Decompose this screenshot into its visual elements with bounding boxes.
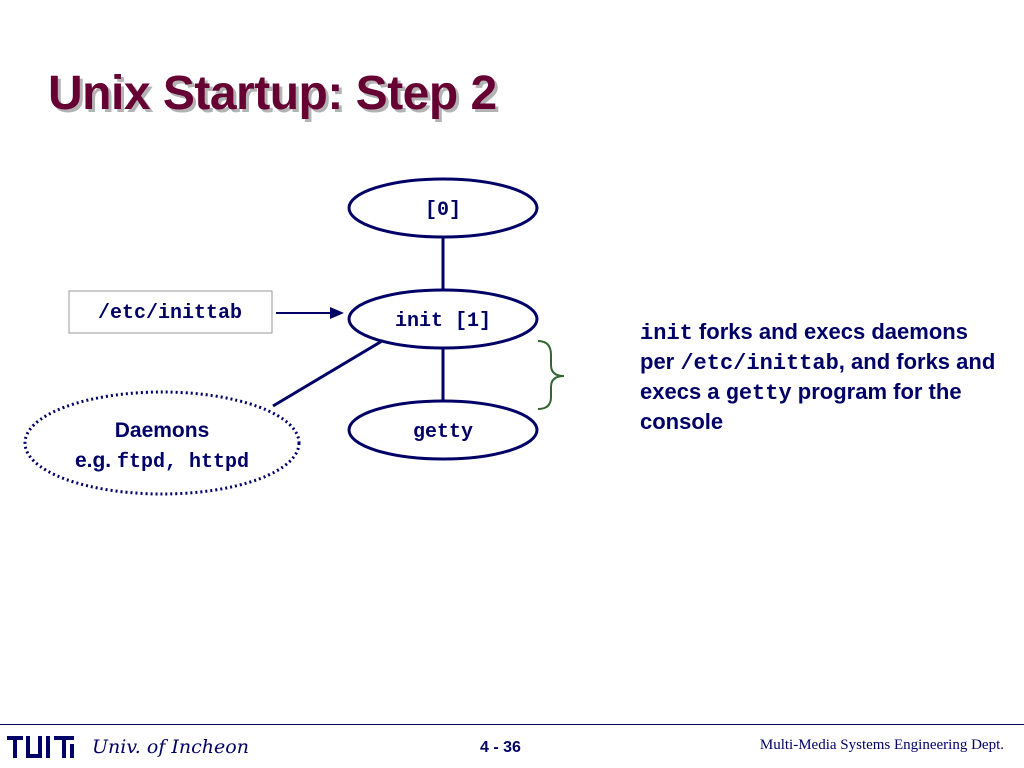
description-code-getty: getty <box>725 381 792 406</box>
node-root-label: [0] <box>425 199 461 222</box>
node-getty <box>347 399 539 461</box>
inittab-box <box>68 290 273 334</box>
node-getty-label: getty <box>413 421 473 444</box>
curly-brace <box>537 340 565 410</box>
description-text: init forks and execs daemons per /etc/in… <box>640 318 1000 436</box>
description-code-init: init <box>640 321 693 346</box>
description-text-3: program for the console <box>640 379 962 434</box>
footer-university: Univ. of Incheon <box>92 736 249 758</box>
daemons-examples: e.g. ftpd, httpd <box>75 449 249 474</box>
description-code-inittab: /etc/inittab <box>680 351 839 376</box>
university-logo-icon <box>7 736 74 758</box>
arrowhead <box>330 307 344 319</box>
node-root <box>347 177 539 239</box>
footer-page-number: 4 - 36 <box>480 739 521 756</box>
description-text-1: forks and execs daemons per <box>640 319 968 374</box>
daemons-examples-code: ftpd, httpd <box>117 451 249 474</box>
slide-title: Unix Startup: Step 2 <box>48 67 497 120</box>
connector-init-daemons <box>272 339 383 408</box>
daemons-label: Daemons <box>115 419 210 442</box>
node-daemons <box>23 390 301 496</box>
node-init-label: init [1] <box>395 310 491 333</box>
footer-divider <box>0 724 1024 725</box>
daemons-examples-prefix: e.g. <box>75 449 117 472</box>
footer-department: Multi-Media Systems Engineering Dept. <box>759 737 1004 753</box>
node-init <box>347 288 539 350</box>
description-text-2: , and forks and execs a <box>640 349 996 404</box>
inittab-label: /etc/inittab <box>98 302 242 325</box>
